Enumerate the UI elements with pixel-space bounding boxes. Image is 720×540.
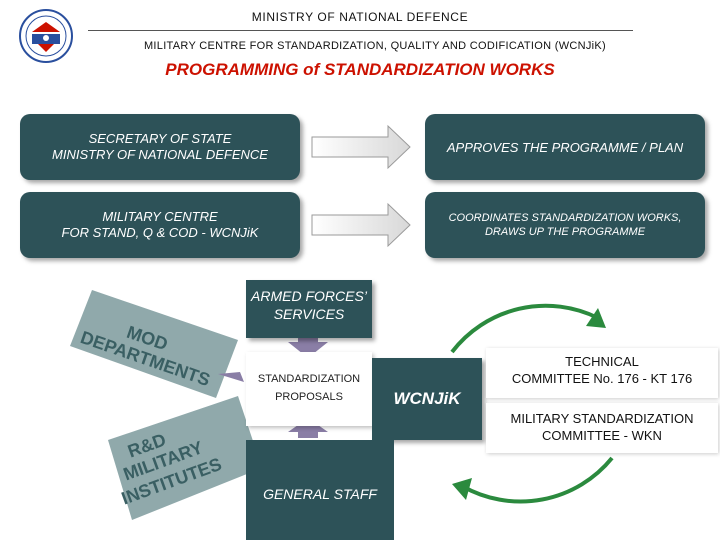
mil-line1: MILITARY STANDARDIZATION (510, 411, 694, 426)
secretary-line1: SECRETARY OF STATE (88, 131, 232, 146)
mod-banner (70, 290, 238, 398)
technical-committee-box: TECHNICAL COMMITTEE No. 176 - KT 176 (486, 348, 718, 398)
cycle-arc-top (450, 303, 599, 354)
tech-line2: COMMITTEE No. 176 - KT 176 (511, 371, 693, 386)
centre-line1: MILITARY CENTRE (102, 209, 218, 224)
arrowhead-icon (586, 308, 606, 328)
arrow-up-icon (288, 418, 328, 438)
coordinates-line2: DRAWS UP THE PROGRAMME (484, 226, 646, 238)
standardization-proposals-box: STANDARDIZATION PROPOSALS (246, 352, 372, 426)
proposals-line1: STANDARDIZATION (257, 373, 361, 385)
secretary-line2: MINISTRY OF NATIONAL DEFENCE (52, 147, 268, 162)
arrowhead-icon (452, 478, 472, 500)
arrow-down-icon (288, 332, 328, 358)
armed-forces-box: ARMED FORCES’ SERVICES (246, 280, 372, 338)
cycle-arc-bottom (461, 456, 614, 504)
military-standardization-committee-box: MILITARY STANDARDIZATION COMMITTEE - WKN (486, 403, 718, 453)
arrow-right-icon (311, 202, 411, 248)
armed-line1: ARMED FORCES’ (251, 288, 367, 304)
centre-heading: MILITARY CENTRE FOR STANDARDIZATION, QUA… (143, 40, 607, 52)
page-title: PROGRAMMING of STANDARDIZATION WORKS (165, 60, 555, 79)
wcnjik-box: WCNJiK (372, 358, 482, 440)
approves-text: APPROVES THE PROGRAMME / PLAN (446, 139, 684, 155)
proposals-line2: PROPOSALS (275, 391, 343, 403)
tech-line1: TECHNICAL (565, 354, 639, 369)
coordinates-box: COORDINATES STANDARDIZATION WORKS, DRAWS … (425, 192, 705, 258)
ministry-logo-icon (18, 8, 74, 64)
armed-line2: SERVICES (273, 306, 345, 322)
arrow-diagonal-icon (218, 372, 244, 382)
header-divider (88, 30, 633, 31)
general-staff-box: GENERAL STAFF (246, 440, 394, 540)
rd-banner (108, 396, 262, 520)
centre-line2: FOR STAND, Q & COD - WCNJiK (61, 225, 259, 240)
mil-line2: COMMITTEE - WKN (542, 428, 662, 443)
coordinates-line1: COORDINATES STANDARDIZATION WORKS, (448, 212, 682, 224)
arrow-right-icon (311, 124, 411, 170)
approves-box: APPROVES THE PROGRAMME / PLAN (425, 114, 705, 180)
ministry-heading: MINISTRY OF NATIONAL DEFENCE (251, 10, 469, 24)
